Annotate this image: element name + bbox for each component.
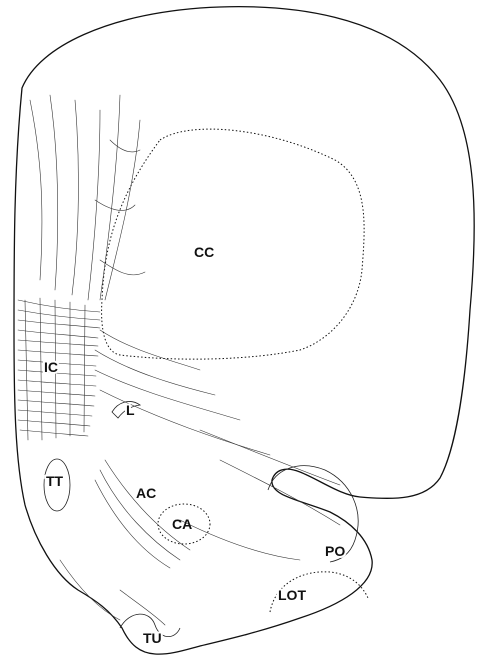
ic-fiber-band (18, 298, 100, 440)
label-cc: CC (194, 244, 214, 260)
label-po: PO (325, 543, 345, 559)
section-outline (14, 7, 474, 654)
label-ca: CA (172, 516, 192, 532)
label-tu: TU (143, 630, 162, 646)
label-lot: LOT (278, 587, 306, 603)
label-ac: AC (136, 485, 156, 501)
cc-region-boundary (102, 129, 365, 359)
cortical-fibers (30, 95, 270, 455)
label-l: L (126, 402, 135, 418)
label-tt: TT (46, 473, 64, 489)
label-ic: IC (44, 359, 58, 375)
